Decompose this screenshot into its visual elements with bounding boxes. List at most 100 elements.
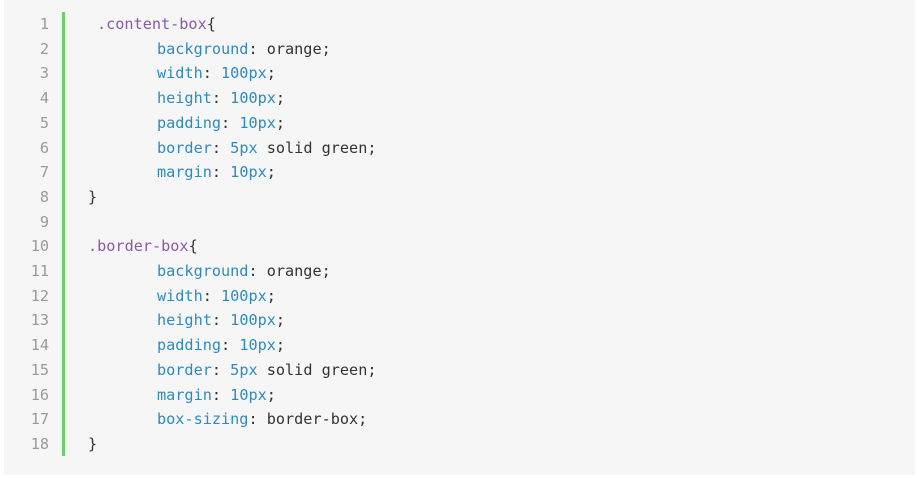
code-line: 15 border: 5px solid green;	[4, 358, 904, 382]
css-property: margin	[157, 163, 212, 182]
code-text: border: 5px solid green;	[157, 136, 376, 160]
code-text: }	[88, 185, 97, 209]
code-line: 6 border: 5px solid green;	[4, 136, 904, 160]
css-value-rest: ;	[275, 113, 286, 132]
code-line: 16 margin: 10px;	[4, 383, 904, 407]
css-value-rest: ;	[266, 286, 276, 305]
code-text: }	[88, 432, 97, 456]
code-text: .content-box{	[97, 12, 216, 36]
code-line: 5 padding: 10px;	[4, 111, 904, 135]
css-value-rest: ;	[266, 163, 276, 182]
css-value: orange;	[266, 39, 331, 58]
code-line: 18}	[4, 432, 904, 456]
css-property: padding	[157, 113, 222, 132]
css-value: border-box;	[266, 410, 368, 429]
colon: :	[202, 64, 222, 83]
css-number-value: 10px	[230, 385, 267, 404]
colon: :	[248, 39, 267, 58]
css-property: border	[157, 360, 212, 379]
colon: :	[211, 385, 231, 404]
code-line: 10 .border-box{	[4, 234, 904, 258]
line-number: 9	[39, 212, 49, 231]
code-line: 1 .content-box{	[4, 12, 904, 36]
line-number: 4	[39, 89, 49, 108]
code-line: 11 background: orange;	[4, 259, 904, 283]
css-property: background	[157, 262, 249, 280]
line-number: 10	[30, 237, 49, 256]
close-brace: }	[88, 187, 98, 206]
code-line: 17 box-sizing: border-box;	[4, 407, 904, 431]
colon: :	[248, 262, 267, 280]
line-number: 7	[39, 163, 49, 182]
css-property: height	[157, 89, 212, 108]
code-text: border: 5px solid green;	[157, 358, 376, 382]
code-line: 12 width: 100px;	[4, 284, 904, 308]
colon: :	[211, 138, 231, 157]
code-text: height: 100px;	[157, 308, 285, 332]
css-value-rest: solid green;	[257, 138, 377, 157]
code-text: width: 100px;	[157, 284, 276, 308]
open-brace: {	[206, 15, 216, 33]
line-number: 1	[39, 15, 49, 33]
css-number-value: 5px	[230, 138, 258, 157]
colon: :	[211, 89, 231, 108]
css-number-value: 100px	[221, 64, 267, 83]
code-line: 9	[4, 210, 904, 234]
css-number-value: 10px	[239, 113, 276, 132]
colon: :	[221, 336, 240, 355]
colon: :	[211, 360, 231, 379]
css-property: width	[157, 286, 203, 305]
close-brace: }	[88, 434, 98, 453]
css-number-value: 100px	[221, 286, 267, 305]
css-value: orange;	[266, 262, 331, 280]
code-text: padding: 10px;	[157, 333, 285, 357]
css-value-rest: ;	[275, 311, 286, 330]
css-value-rest: ;	[275, 89, 286, 108]
colon: :	[202, 286, 222, 305]
open-brace: {	[188, 237, 198, 256]
code-text: background: orange;	[157, 259, 331, 283]
code-line: 7 margin: 10px;	[4, 160, 904, 184]
code-text: height: 100px;	[157, 86, 285, 110]
line-number: 15	[30, 360, 49, 379]
colon: :	[211, 311, 231, 330]
css-property: padding	[157, 336, 222, 355]
css-property: height	[157, 311, 212, 330]
colon: :	[248, 410, 267, 429]
css-number-value: 10px	[239, 336, 276, 355]
css-number-value: 100px	[230, 311, 276, 330]
css-selector: .content-box	[97, 15, 207, 33]
code-text: .border-box{	[88, 234, 198, 258]
css-number-value: 10px	[230, 163, 267, 182]
line-number: 12	[30, 286, 49, 305]
colon: :	[221, 113, 240, 132]
css-number-value: 5px	[230, 360, 258, 379]
line-number: 13	[30, 311, 49, 330]
line-number: 17	[30, 410, 49, 429]
code-text: box-sizing: border-box;	[157, 407, 367, 431]
code-line: 4 height: 100px;	[4, 86, 904, 110]
code-text: background: orange;	[157, 37, 331, 61]
css-value-rest: solid green;	[257, 360, 377, 379]
line-number: 16	[30, 385, 49, 404]
line-number: 3	[39, 64, 49, 83]
css-property: background	[157, 39, 249, 58]
css-value-rest: ;	[266, 64, 276, 83]
code-line: 3 width: 100px;	[4, 61, 904, 85]
line-number: 6	[39, 138, 49, 157]
line-number: 11	[30, 262, 49, 280]
code-text: width: 100px;	[157, 61, 276, 85]
css-property: margin	[157, 385, 212, 404]
css-number-value: 100px	[230, 89, 276, 108]
line-number: 18	[30, 434, 49, 453]
code-text: margin: 10px;	[157, 160, 276, 184]
colon: :	[211, 163, 231, 182]
line-number: 5	[39, 113, 49, 132]
code-text: margin: 10px;	[157, 383, 276, 407]
css-property: width	[157, 64, 203, 83]
line-number: 8	[39, 187, 49, 206]
css-selector: .border-box	[88, 237, 189, 256]
